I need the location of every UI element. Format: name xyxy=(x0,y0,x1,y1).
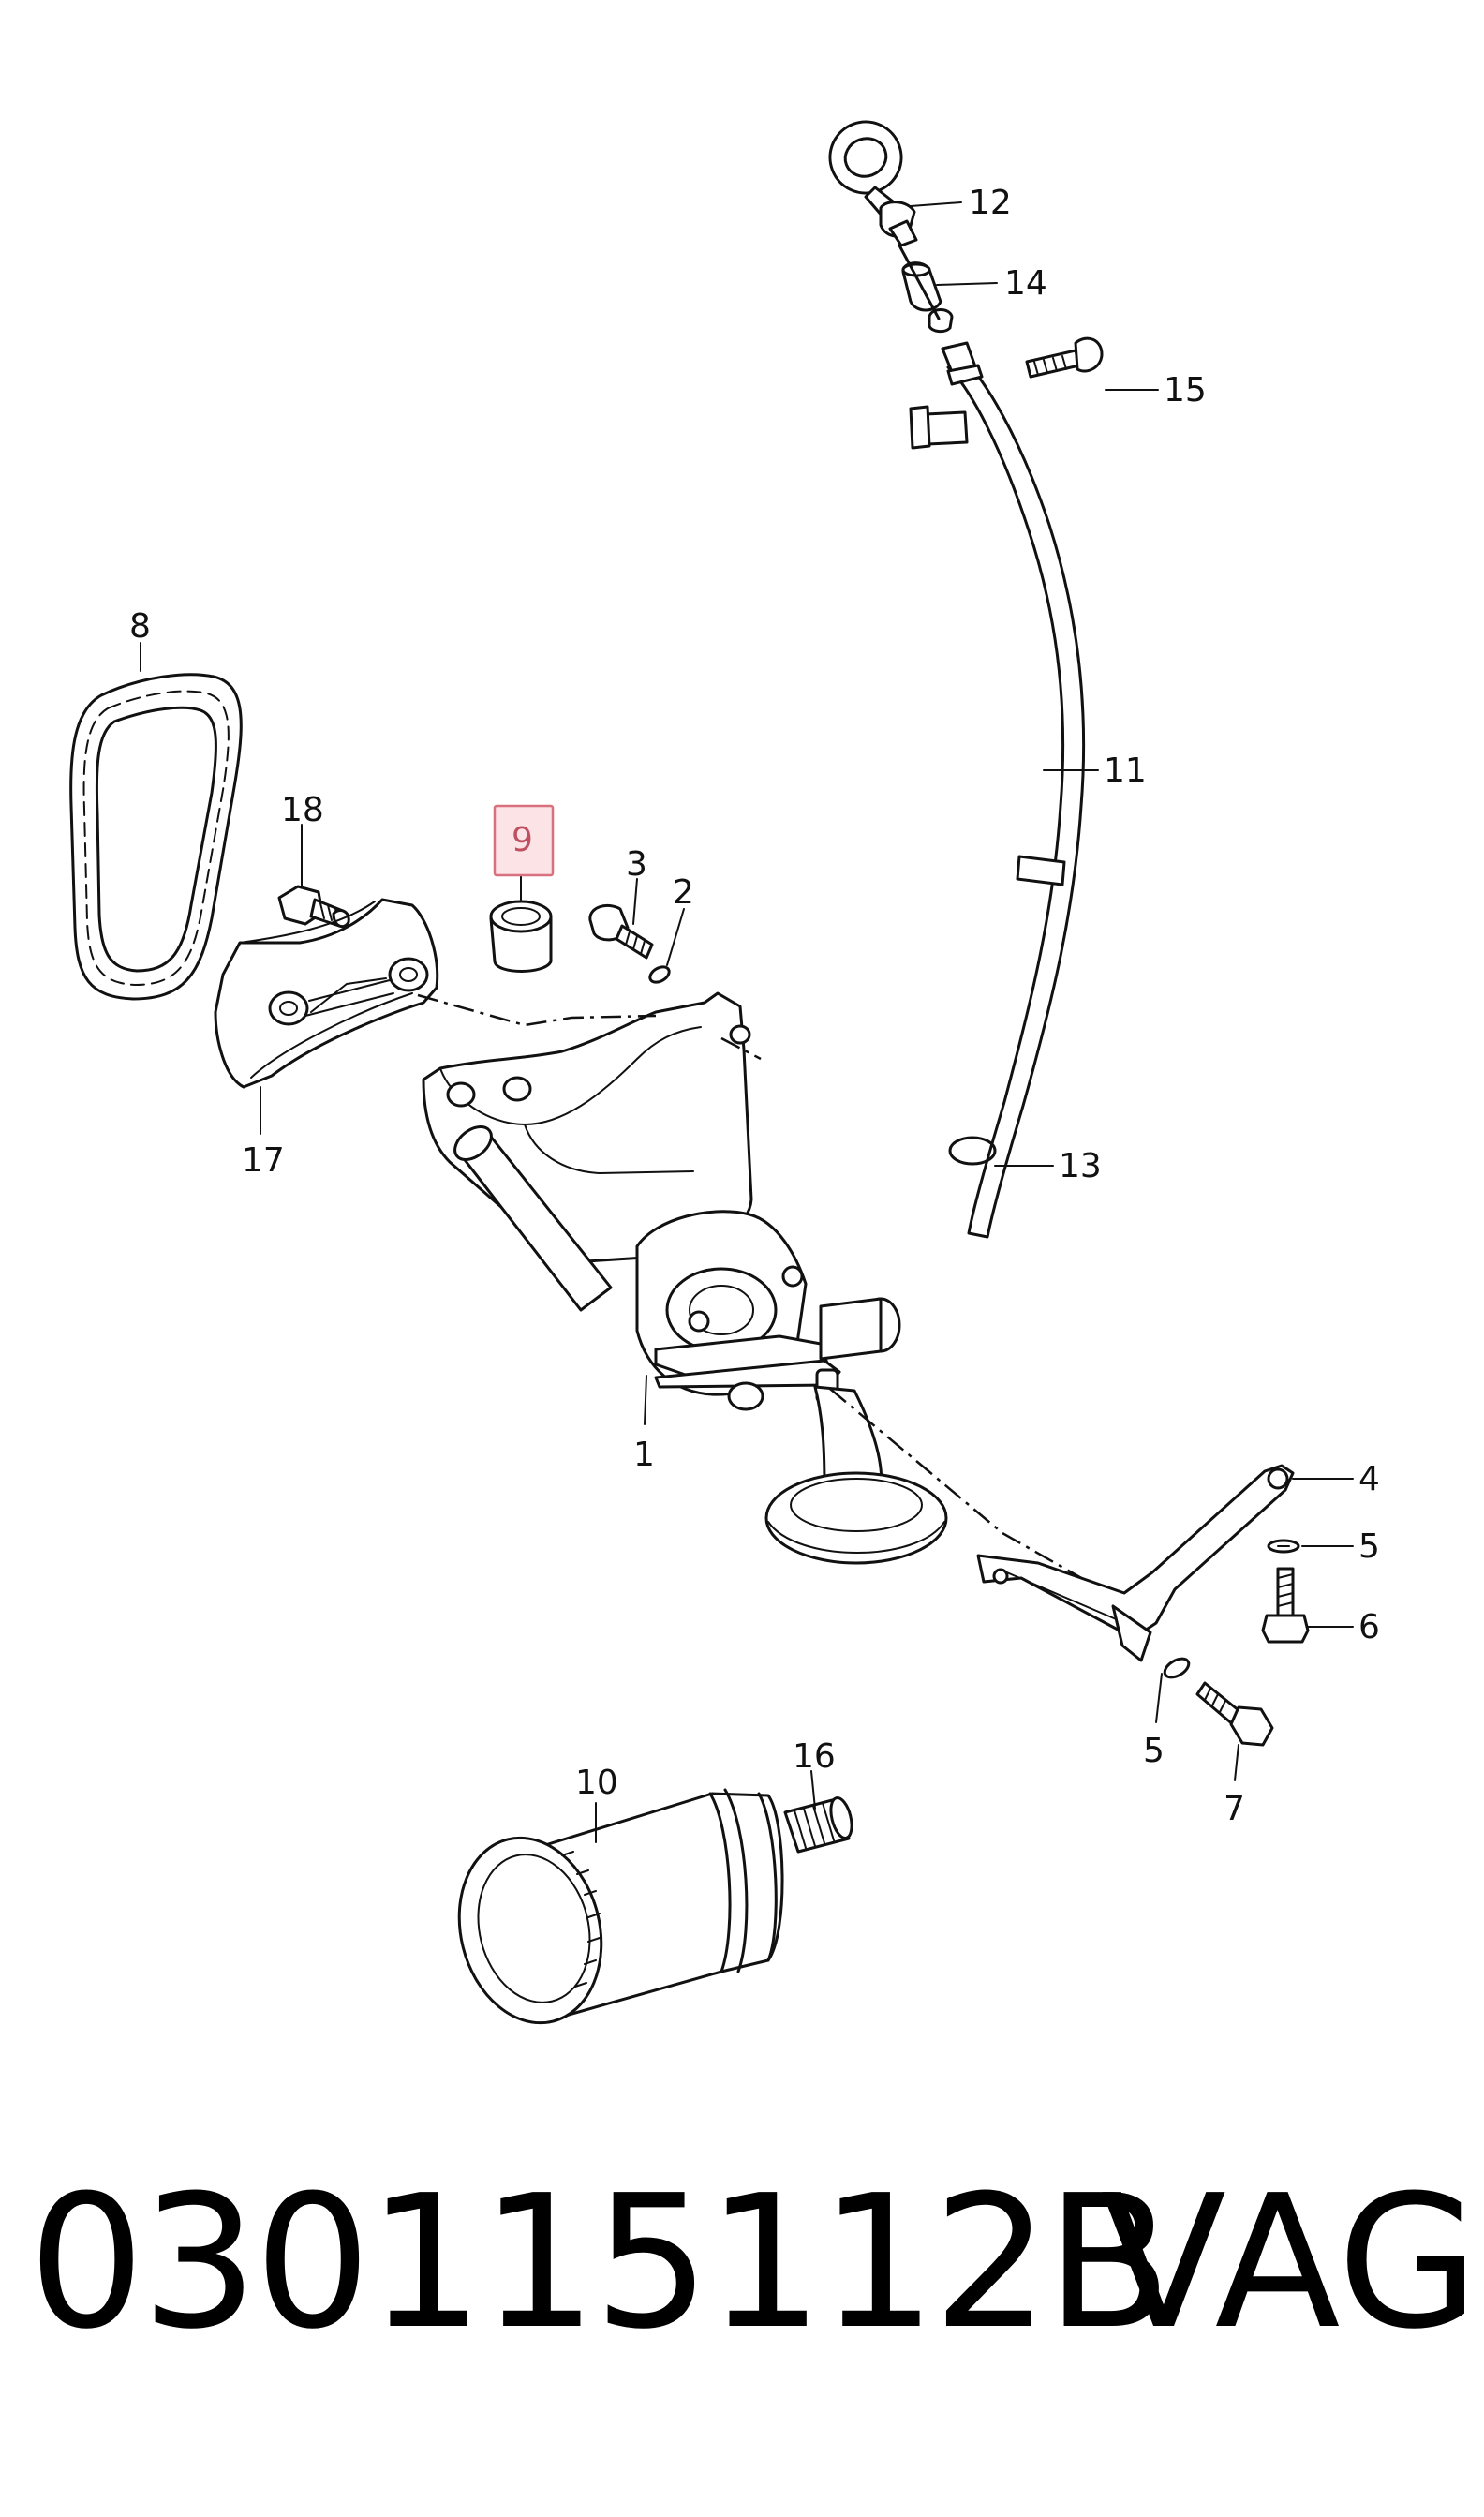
callout-4: 4 xyxy=(1358,1460,1380,1498)
bolt-part-3 xyxy=(588,904,654,960)
callout-6: 6 xyxy=(1358,1608,1380,1646)
oil-filter-part-10 xyxy=(457,1788,784,2025)
callout-3: 3 xyxy=(626,845,647,884)
highlight-box xyxy=(493,804,555,877)
brand-name: VAG xyxy=(1101,2156,1480,2370)
dipstick-assembly xyxy=(828,120,1104,1239)
part-number: 030115112B xyxy=(28,2156,1172,2370)
washer-part-5-upper xyxy=(1267,1539,1300,1554)
callout-16: 16 xyxy=(793,1737,836,1776)
callout-5-lower: 5 xyxy=(1143,1732,1165,1770)
chain-guide-part-17 xyxy=(214,898,439,1089)
callout-13: 13 xyxy=(1059,1147,1102,1185)
callout-17: 17 xyxy=(242,1141,285,1180)
bolt-part-18 xyxy=(277,885,350,929)
footer: 030115112B VAG xyxy=(0,2146,1484,2380)
assembly-dash-line xyxy=(720,1036,762,1061)
callout-7: 7 xyxy=(1224,1790,1245,1828)
callout-15: 15 xyxy=(1164,371,1207,410)
callout-18: 18 xyxy=(281,791,324,829)
callout-12: 12 xyxy=(969,184,1012,222)
bolt-part-6 xyxy=(1261,1567,1310,1644)
bolt-part-7 xyxy=(1195,1681,1274,1747)
callout-8: 8 xyxy=(129,607,151,646)
callout-9: 9 xyxy=(512,821,533,859)
sleeve-part-9 xyxy=(489,900,553,973)
oil-pump-part-1 xyxy=(422,991,948,1565)
bracket-part-4 xyxy=(976,1464,1295,1662)
o-ring-part-2 xyxy=(648,965,671,984)
assembly-dash-line xyxy=(417,993,657,1027)
washer-part-5-lower xyxy=(1163,1657,1191,1679)
callout-1: 1 xyxy=(633,1436,655,1474)
callout-2: 2 xyxy=(673,873,694,912)
callout-14: 14 xyxy=(1004,264,1047,303)
timing-chain-part-8 xyxy=(69,673,243,1001)
callout-10: 10 xyxy=(575,1764,618,1802)
callout-11: 11 xyxy=(1104,752,1147,790)
callout-labels: 1 2 3 4 5 6 5 7 8 9 10 11 12 13 14 15 16… xyxy=(129,184,1380,1828)
threaded-stud-part-16 xyxy=(783,1796,853,1854)
callout-5-upper: 5 xyxy=(1358,1527,1380,1566)
